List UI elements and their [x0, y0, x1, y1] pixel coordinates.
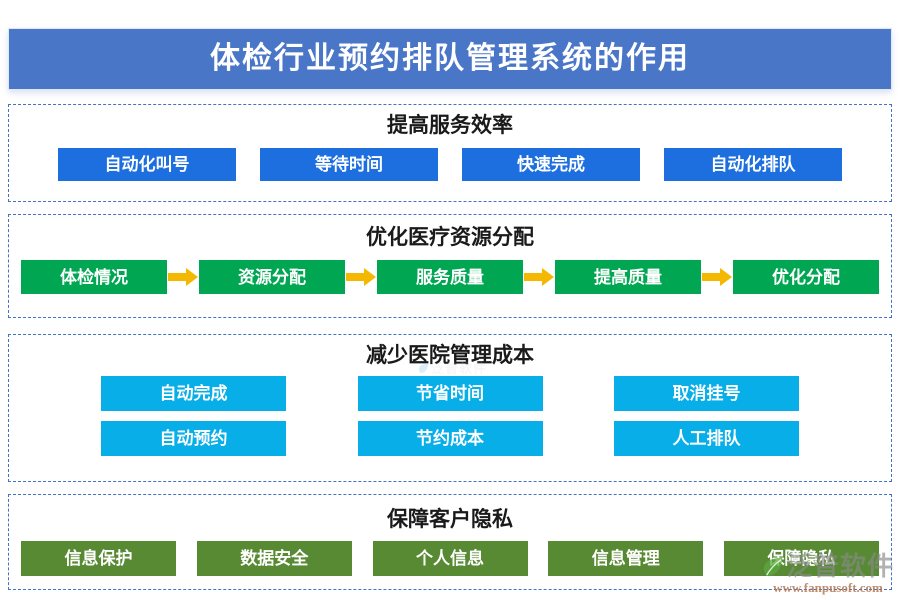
section-protect-customer-privacy: 保障客户隐私 信息保护 数据安全 个人信息 信息管理 保障隐私	[8, 494, 892, 590]
chip-item[interactable]: 节省时间	[357, 376, 543, 411]
chip-row: 自动化叫号 等待时间 快速完成 自动化排队	[9, 148, 891, 181]
chip-item[interactable]: 自动化叫号	[58, 148, 236, 181]
arrow-right-icon	[346, 268, 376, 286]
chip-flow-row: 体检情况 资源分配 服务质量 提高质量 优化分配	[9, 260, 891, 294]
section-heading: 提高服务效率	[387, 113, 513, 137]
chip-item[interactable]: 数据安全	[196, 541, 352, 576]
chip-grid-row: 自动完成 节省时间 取消挂号	[101, 376, 799, 411]
arrow-right-icon	[168, 268, 198, 286]
page-title: 体检行业预约排队管理系统的作用	[210, 42, 690, 75]
chip-item[interactable]: 资源分配	[199, 260, 345, 294]
arrow-right-icon	[702, 268, 732, 286]
chip-item[interactable]: 快速完成	[462, 148, 640, 181]
section-heading: 减少医院管理成本	[366, 343, 534, 367]
chip-grid: 自动完成 节省时间 取消挂号 自动预约 节约成本 人工排队	[9, 376, 891, 456]
chip-grid-row: 自动预约 节约成本 人工排队	[101, 421, 799, 456]
chip-item[interactable]: 自动完成	[101, 376, 286, 411]
chip-item[interactable]: 保障隐私	[724, 541, 879, 576]
chip-item[interactable]: 信息保护	[21, 541, 176, 576]
chip-item[interactable]: 体检情况	[21, 260, 167, 294]
section-heading: 优化医疗资源分配	[366, 225, 534, 249]
section-reduce-hospital-management-cost: 减少医院管理成本 自动完成 节省时间 取消挂号 自动预约 节约成本 人工排队	[8, 334, 892, 482]
chip-item[interactable]: 提高质量	[555, 260, 701, 294]
chip-item[interactable]: 节约成本	[357, 421, 543, 456]
section-optimize-medical-resource-allocation: 优化医疗资源分配 体检情况 资源分配 服务质量 提高质量 优化分配	[8, 214, 892, 318]
chip-item[interactable]: 自动化排队	[664, 148, 842, 181]
chip-item[interactable]: 信息管理	[548, 541, 704, 576]
chip-item[interactable]: 等待时间	[260, 148, 438, 181]
page-title-banner: 体检行业预约排队管理系统的作用	[8, 28, 892, 90]
chip-item[interactable]: 自动预约	[101, 421, 286, 456]
chip-item[interactable]: 服务质量	[377, 260, 523, 294]
chip-row: 信息保护 数据安全 个人信息 信息管理 保障隐私	[9, 541, 891, 576]
arrow-right-icon	[524, 268, 554, 286]
section-heading: 保障客户隐私	[387, 507, 513, 531]
section-improve-service-efficiency: 提高服务效率 自动化叫号 等待时间 快速完成 自动化排队	[8, 104, 892, 202]
chip-item[interactable]: 优化分配	[733, 260, 879, 294]
chip-item[interactable]: 人工排队	[614, 421, 799, 456]
chip-item[interactable]: 取消挂号	[614, 376, 799, 411]
chip-item[interactable]: 个人信息	[372, 541, 528, 576]
